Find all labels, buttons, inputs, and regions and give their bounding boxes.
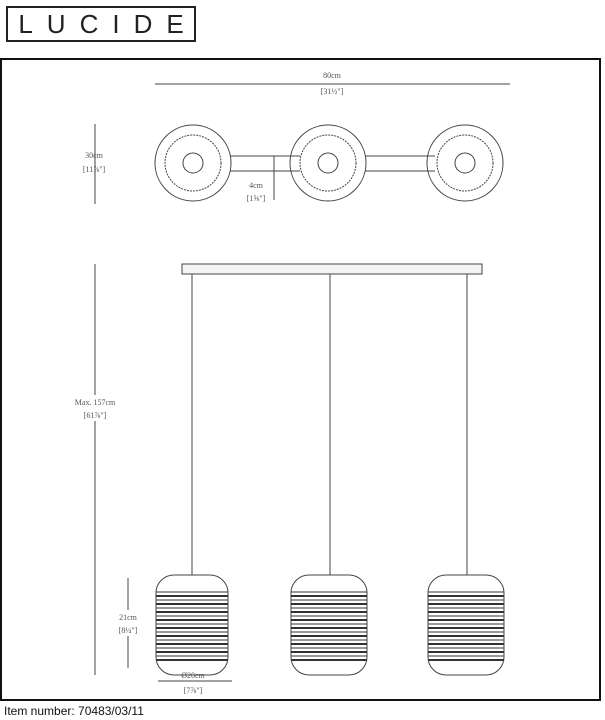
item-number: Item number: 70483/03/11 [4,704,144,718]
bar-cm: 4cm [249,181,264,190]
shade-diameter-cm: Ø20cm [181,671,205,680]
depth-in: [11⅞"] [83,165,106,174]
shade-diameter-in: [7⅞"] [184,686,203,695]
top-view [154,124,504,202]
brand-logo: LUCIDE [6,6,196,42]
shade-middle [290,574,368,676]
item-number-value: 70483/03/11 [78,704,144,718]
drawing-frame [0,58,601,701]
height-in: [61⅞"] [84,411,107,420]
width-in: [31½"] [321,87,344,96]
item-number-label: Item number: [4,704,75,718]
shade-left [155,574,229,676]
side-view [155,263,505,676]
height-cm: Max. 157cm [75,398,116,407]
shade-height-cm: 21cm [119,613,138,622]
shade-height-in: [8¼"] [119,626,138,635]
width-cm: 80cm [323,71,342,80]
bar-in: [1⅝"] [247,194,266,203]
depth-cm: 30cm [85,151,104,160]
shade-right [427,574,505,676]
